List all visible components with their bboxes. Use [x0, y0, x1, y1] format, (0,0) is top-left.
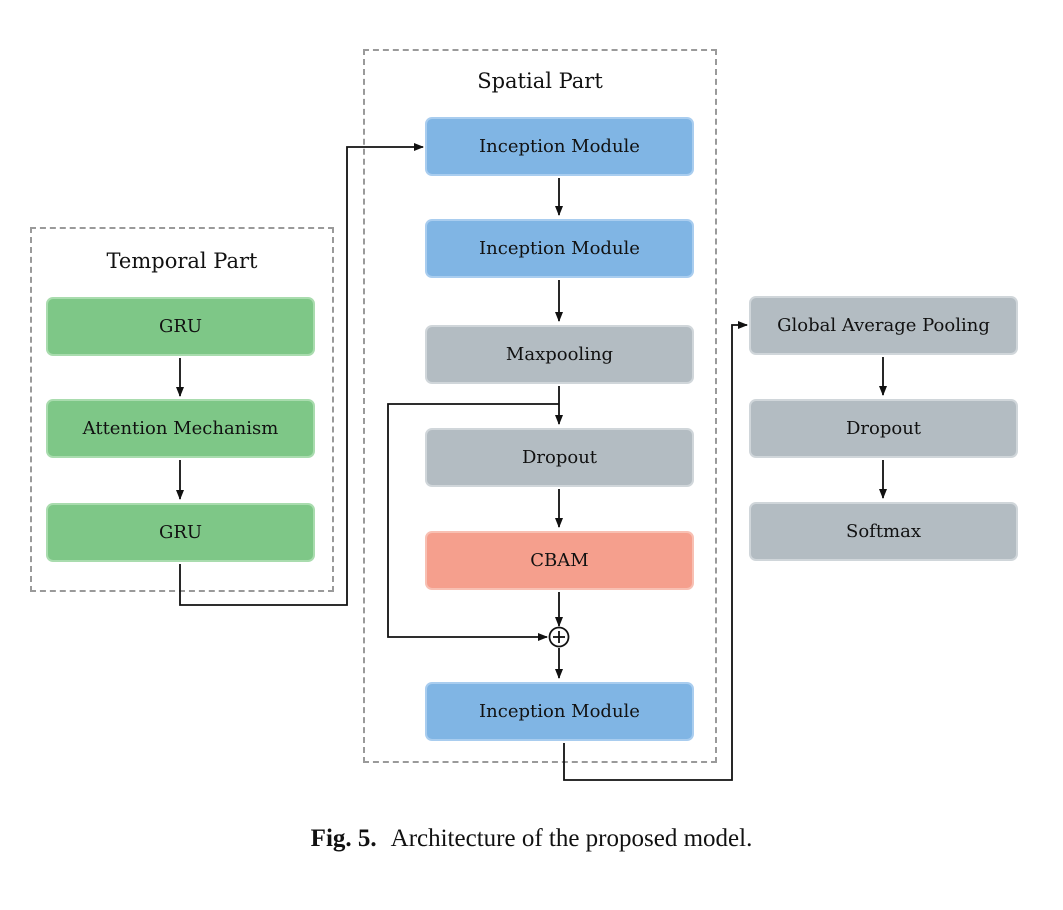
figure-label: Fig. 5.: [310, 825, 377, 852]
arrow-inception3-to-gap: [563, 321, 748, 781]
inception-module-block-2: Inception Module: [425, 219, 694, 278]
softmax-block: Softmax: [749, 502, 1018, 561]
attention-mechanism-block: Attention Mechanism: [46, 399, 315, 458]
temporal-part-title: Temporal Part: [106, 249, 258, 273]
head-dropout-block: Dropout: [749, 399, 1018, 458]
global-average-pooling-block: Global Average Pooling: [749, 296, 1018, 355]
inception-module-block-1: Inception Module: [425, 117, 694, 176]
add-operator-icon: [548, 626, 570, 648]
residual-skip-connection: [387, 403, 559, 641]
spatial-part-group: Spatial Part: [363, 49, 717, 763]
arrow-gru2-to-inception1: [179, 143, 424, 606]
inception-module-block-3: Inception Module: [425, 682, 694, 741]
maxpooling-block: Maxpooling: [425, 325, 694, 384]
gru-block-1: GRU: [46, 297, 315, 356]
figure-caption-text: Architecture of the proposed model.: [390, 825, 753, 852]
figure-caption: Fig. 5. Architecture of the proposed mode…: [0, 825, 1063, 853]
spatial-part-title: Spatial Part: [477, 69, 603, 93]
temporal-part-group: Temporal Part: [30, 227, 334, 592]
cbam-block: CBAM: [425, 531, 694, 590]
spatial-dropout-block: Dropout: [425, 428, 694, 487]
gru-block-2: GRU: [46, 503, 315, 562]
